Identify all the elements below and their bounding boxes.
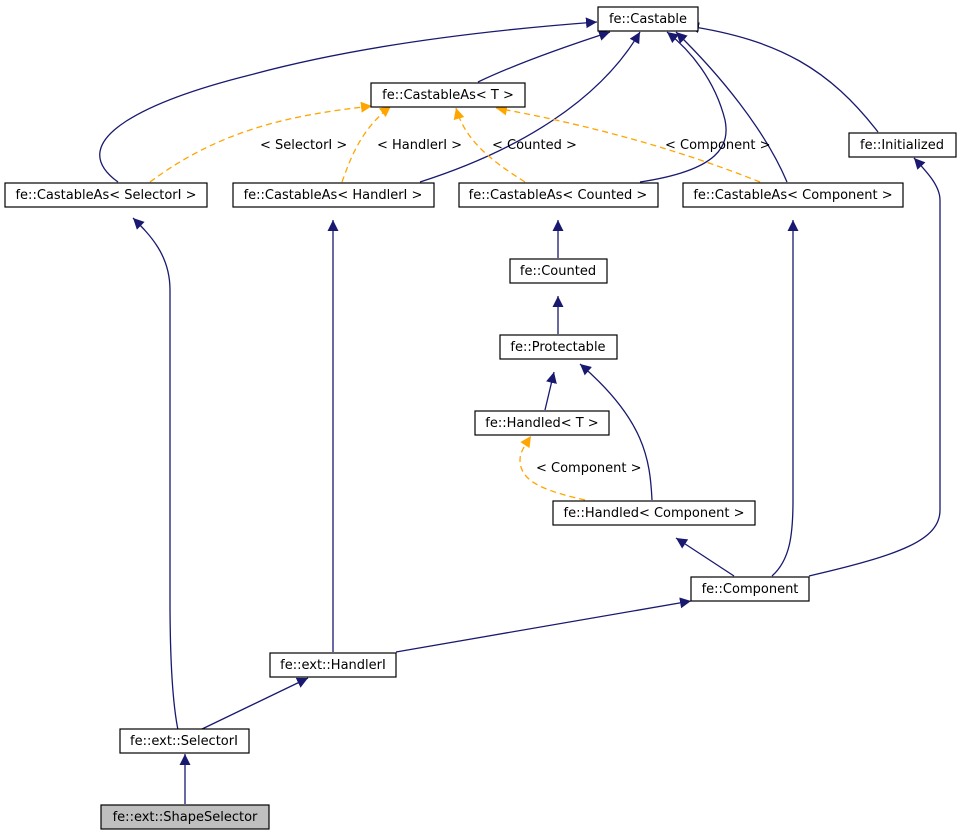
edge-component-to-initialized <box>808 157 941 577</box>
edge-handled-component-to-protectable <box>579 363 653 501</box>
node-component-label: fe::Component <box>702 582 799 597</box>
edge-component-to-castable-component <box>771 220 799 577</box>
node-counted-label: fe::Counted <box>520 264 596 279</box>
edge-selector-template <box>149 101 373 183</box>
class-nodes: fe::Castable fe::CastableAs< T > fe::Ini… <box>4 6 957 830</box>
node-castable-t[interactable]: fe::CastableAs< T > <box>370 82 526 108</box>
edge-handler-template <box>341 105 392 183</box>
node-handled-component[interactable]: fe::Handled< Component > <box>552 500 756 526</box>
node-handler[interactable]: fe::ext::HandlerI <box>269 652 397 678</box>
node-castable-component-label: fe::CastableAs< Component > <box>693 188 892 203</box>
node-handler-label: fe::ext::HandlerI <box>280 658 386 673</box>
node-handled-t[interactable]: fe::Handled< T > <box>474 410 610 436</box>
edge-handled-component-template <box>519 435 586 501</box>
edge-label-handled-component: < Component > <box>536 461 642 476</box>
edge-label-selector: < SelectorI > <box>260 138 347 153</box>
node-handled-component-label: fe::Handled< Component > <box>564 506 745 521</box>
edge-labels: < SelectorI > < HandlerI > < Counted > <… <box>260 138 771 476</box>
edge-castable-t-to-castable <box>477 30 611 83</box>
edge-selector-to-castable-selector <box>132 217 179 731</box>
edge-component-to-handled-component <box>675 537 735 577</box>
node-protectable[interactable]: fe::Protectable <box>499 334 618 360</box>
edge-component-template <box>495 104 761 183</box>
node-castable[interactable]: fe::Castable <box>597 6 699 32</box>
edge-castable-counted-to-castable <box>639 31 727 183</box>
node-initialized-label: fe::Initialized <box>860 138 944 153</box>
node-shape-selector-label: fe::ext::ShapeSelector <box>113 810 258 825</box>
edge-counted-template <box>453 107 526 183</box>
template-edges <box>149 101 761 501</box>
node-castable-label: fe::Castable <box>609 12 687 27</box>
edge-handler-to-component <box>395 597 692 653</box>
node-castable-selector[interactable]: fe::CastableAs< SelectorI > <box>4 182 208 208</box>
edge-castable-selector-to-castable <box>99 17 598 183</box>
node-castable-t-label: fe::CastableAs< T > <box>382 88 514 103</box>
node-selector[interactable]: fe::ext::SelectorI <box>119 728 250 754</box>
node-selector-label: fe::ext::SelectorI <box>130 734 238 749</box>
edge-selector-to-handler <box>199 677 309 731</box>
inheritance-edges <box>99 17 941 804</box>
edge-initialized-to-castable <box>687 22 879 133</box>
node-castable-component[interactable]: fe::CastableAs< Component > <box>682 182 904 208</box>
node-castable-handler[interactable]: fe::CastableAs< HandlerI > <box>232 182 435 208</box>
node-protectable-label: fe::Protectable <box>510 340 605 355</box>
node-castable-counted-label: fe::CastableAs< Counted > <box>469 188 648 203</box>
node-handled-t-label: fe::Handled< T > <box>485 416 598 431</box>
node-counted[interactable]: fe::Counted <box>509 258 608 284</box>
edge-handled-t-to-protectable <box>544 371 557 411</box>
edge-castable-component-to-castable <box>675 31 788 183</box>
node-component[interactable]: fe::Component <box>690 576 810 602</box>
node-castable-handler-label: fe::CastableAs< HandlerI > <box>244 188 423 203</box>
node-castable-selector-label: fe::CastableAs< SelectorI > <box>15 188 196 203</box>
edge-label-component: < Component > <box>665 138 771 153</box>
edge-label-counted: < Counted > <box>492 138 577 153</box>
edge-castable-handler-to-castable <box>419 31 641 183</box>
node-shape-selector[interactable]: fe::ext::ShapeSelector <box>100 804 270 830</box>
node-initialized[interactable]: fe::Initialized <box>848 132 957 158</box>
edge-label-handler: < HandlerI > <box>377 138 462 153</box>
node-castable-counted[interactable]: fe::CastableAs< Counted > <box>458 182 659 208</box>
